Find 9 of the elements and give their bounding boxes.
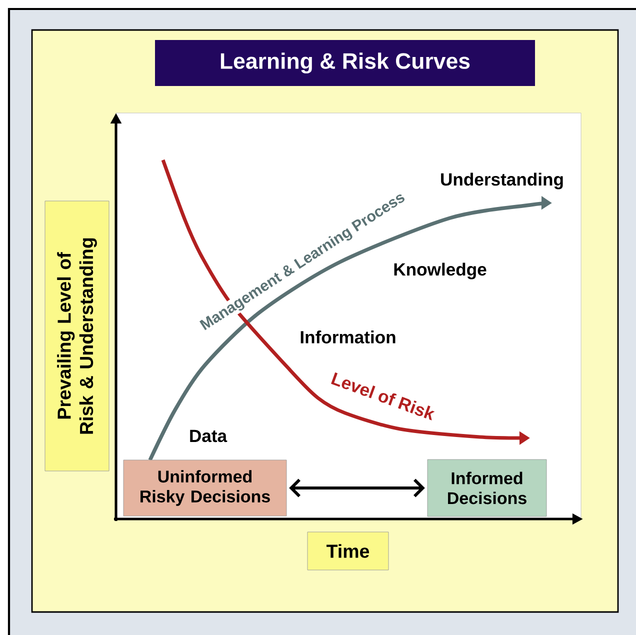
title-banner: Learning & Risk Curves: [155, 40, 535, 86]
decision-box: Uninformed Risky Decisions: [123, 460, 287, 516]
axis-label-box: Time: [307, 532, 389, 570]
axis-label-box: Prevailing Level of Risk & Understanding: [44, 200, 110, 472]
curve-label: Understanding: [438, 172, 566, 190]
decision-box: Informed Decisions: [427, 459, 547, 517]
curve-label: Data: [188, 428, 228, 444]
curve-label: Level of Risk: [328, 370, 438, 422]
double-arrow: [289, 478, 425, 498]
